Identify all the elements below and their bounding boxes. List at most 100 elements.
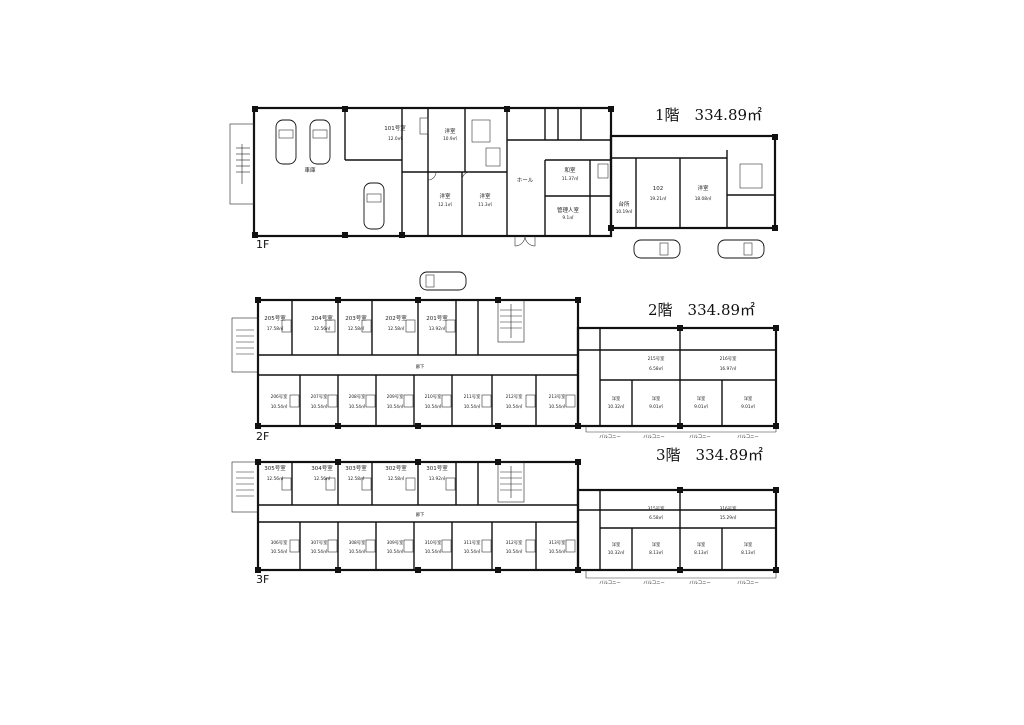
room-area: 18.08㎡ — [695, 195, 712, 202]
room-name: 洋室 — [439, 192, 451, 200]
room-name: 206号室 — [271, 393, 288, 400]
car-icon — [419, 271, 467, 291]
room-name: 202号室 — [385, 314, 407, 322]
corridor-label: 廊下 — [416, 511, 425, 518]
room-name: 洋室 — [697, 541, 706, 548]
room-area: 10.54㎡ — [506, 403, 523, 410]
room-name: 303号室 — [345, 464, 367, 472]
room-name: 洋室 — [697, 184, 709, 192]
room-area: 13.92㎡ — [429, 475, 446, 482]
stair-icon — [229, 123, 255, 205]
balcony-label: バルコニー — [599, 434, 620, 440]
room-area: 10.54㎡ — [549, 403, 566, 410]
room-area: 10.54㎡ — [387, 548, 404, 555]
balcony-label: バルコニー — [643, 580, 664, 586]
room-area: 12.56㎡ — [314, 325, 331, 332]
room-name: 和室 — [564, 166, 576, 174]
car-icon — [717, 239, 765, 259]
car-icon — [275, 119, 297, 165]
corridor-label: 廊下 — [416, 363, 425, 370]
balcony-label: バルコニー — [737, 434, 758, 440]
room-name: 306号室 — [271, 539, 288, 546]
room-name: 洋室 — [444, 127, 456, 135]
room-name: 102 — [653, 186, 664, 192]
floor-3-plan: 305号室 12.56㎡ 304号室 12.56㎡ 303号室 12.58㎡ 3… — [231, 446, 779, 586]
room-area: 12.58㎡ — [388, 325, 405, 332]
room-area: 12.58㎡ — [348, 325, 365, 332]
room-name: 216号室 — [720, 355, 737, 362]
room-area: 10.54㎡ — [311, 548, 328, 555]
balcony-label: バルコニー — [599, 580, 620, 586]
floor-tag: 3F — [256, 573, 269, 586]
room-name: 211号室 — [464, 393, 481, 400]
room-name: 洋室 — [652, 541, 661, 548]
room-name: 208号室 — [349, 393, 366, 400]
stair-icon — [231, 461, 259, 513]
room-area: 11.3㎡ — [478, 201, 493, 208]
room-area: 10.54㎡ — [549, 548, 566, 555]
room-area: 11.37㎡ — [562, 175, 579, 182]
stair-icon — [231, 317, 259, 373]
room-area: 10.54㎡ — [425, 548, 442, 555]
room-area: 9.01㎡ — [741, 403, 756, 410]
room-name: 205号室 — [264, 314, 286, 322]
room-name: 201号室 — [426, 314, 448, 322]
car-icon — [633, 239, 681, 259]
room-area: 10.54㎡ — [506, 548, 523, 555]
room-area: 8.13㎡ — [649, 549, 664, 556]
room-area: 13.92㎡ — [429, 325, 446, 332]
room-name: 307号室 — [311, 539, 328, 546]
room-name: 管理人室 — [557, 206, 580, 214]
room-name: 洋室 — [612, 541, 621, 548]
room-area: 10.54㎡ — [349, 548, 366, 555]
room-area: 6.58㎡ — [649, 514, 664, 521]
room-name: 洋室 — [479, 192, 491, 200]
room-name: 洋室 — [612, 395, 621, 402]
room-name: 台所 — [618, 200, 630, 208]
room-name: 304号室 — [311, 464, 333, 472]
room-area: 12.58㎡ — [348, 475, 365, 482]
room-area: 10.54㎡ — [349, 403, 366, 410]
room-area: 12.0㎡ — [388, 135, 403, 142]
room-name: 310号室 — [425, 539, 442, 546]
balcony-label: バルコニー — [689, 434, 710, 440]
room-name: 213号室 — [549, 393, 566, 400]
floor-title: 2階 334.89㎡ — [648, 301, 755, 319]
room-area: 10.54㎡ — [271, 403, 288, 410]
room-area: 10.54㎡ — [311, 403, 328, 410]
room-area: 12.1㎡ — [438, 201, 453, 208]
room-area: 10.32㎡ — [608, 403, 625, 410]
room-name: 215号室 — [648, 355, 665, 362]
room-name: 309号室 — [387, 539, 404, 546]
stair-icon — [497, 299, 525, 343]
room-area: 12.56㎡ — [267, 475, 284, 482]
room-name: 210号室 — [425, 393, 442, 400]
room-name: 305号室 — [264, 464, 286, 472]
room-name: 315号室 — [648, 505, 665, 512]
room-name: 203号室 — [345, 314, 367, 322]
car-icon — [363, 182, 385, 230]
room-area: 12.58㎡ — [388, 475, 405, 482]
floor-tag: 1F — [256, 238, 269, 251]
room-name: 311号室 — [464, 539, 481, 546]
room-area: 19.21㎡ — [650, 195, 667, 202]
room-area: 9.01㎡ — [649, 403, 664, 410]
room-area: 10.54㎡ — [464, 403, 481, 410]
room-area: 12.56㎡ — [314, 475, 331, 482]
room-area: 10.54㎡ — [425, 403, 442, 410]
room-area: 9.1㎡ — [562, 214, 574, 221]
floor-1-plan: 車庫 101号室 12.0㎡ 洋室 10.9㎡ 洋室 12.1㎡ 洋室 11.3… — [229, 106, 778, 291]
room-name: 101号室 — [384, 124, 406, 132]
room-area: 10.54㎡ — [271, 548, 288, 555]
room-area: 8.13㎡ — [741, 549, 756, 556]
room-area: 10.19㎡ — [616, 208, 633, 215]
floor-title: 1階 334.89㎡ — [655, 106, 762, 124]
room-name: 204号室 — [311, 314, 333, 322]
room-area: 10.32㎡ — [608, 549, 625, 556]
room-area: 17.58㎡ — [267, 325, 284, 332]
room-area: 6.58㎡ — [649, 365, 664, 372]
floor-tag: 2F — [256, 430, 269, 443]
room-name: 302号室 — [385, 464, 407, 472]
bath-fixtures — [281, 319, 576, 408]
